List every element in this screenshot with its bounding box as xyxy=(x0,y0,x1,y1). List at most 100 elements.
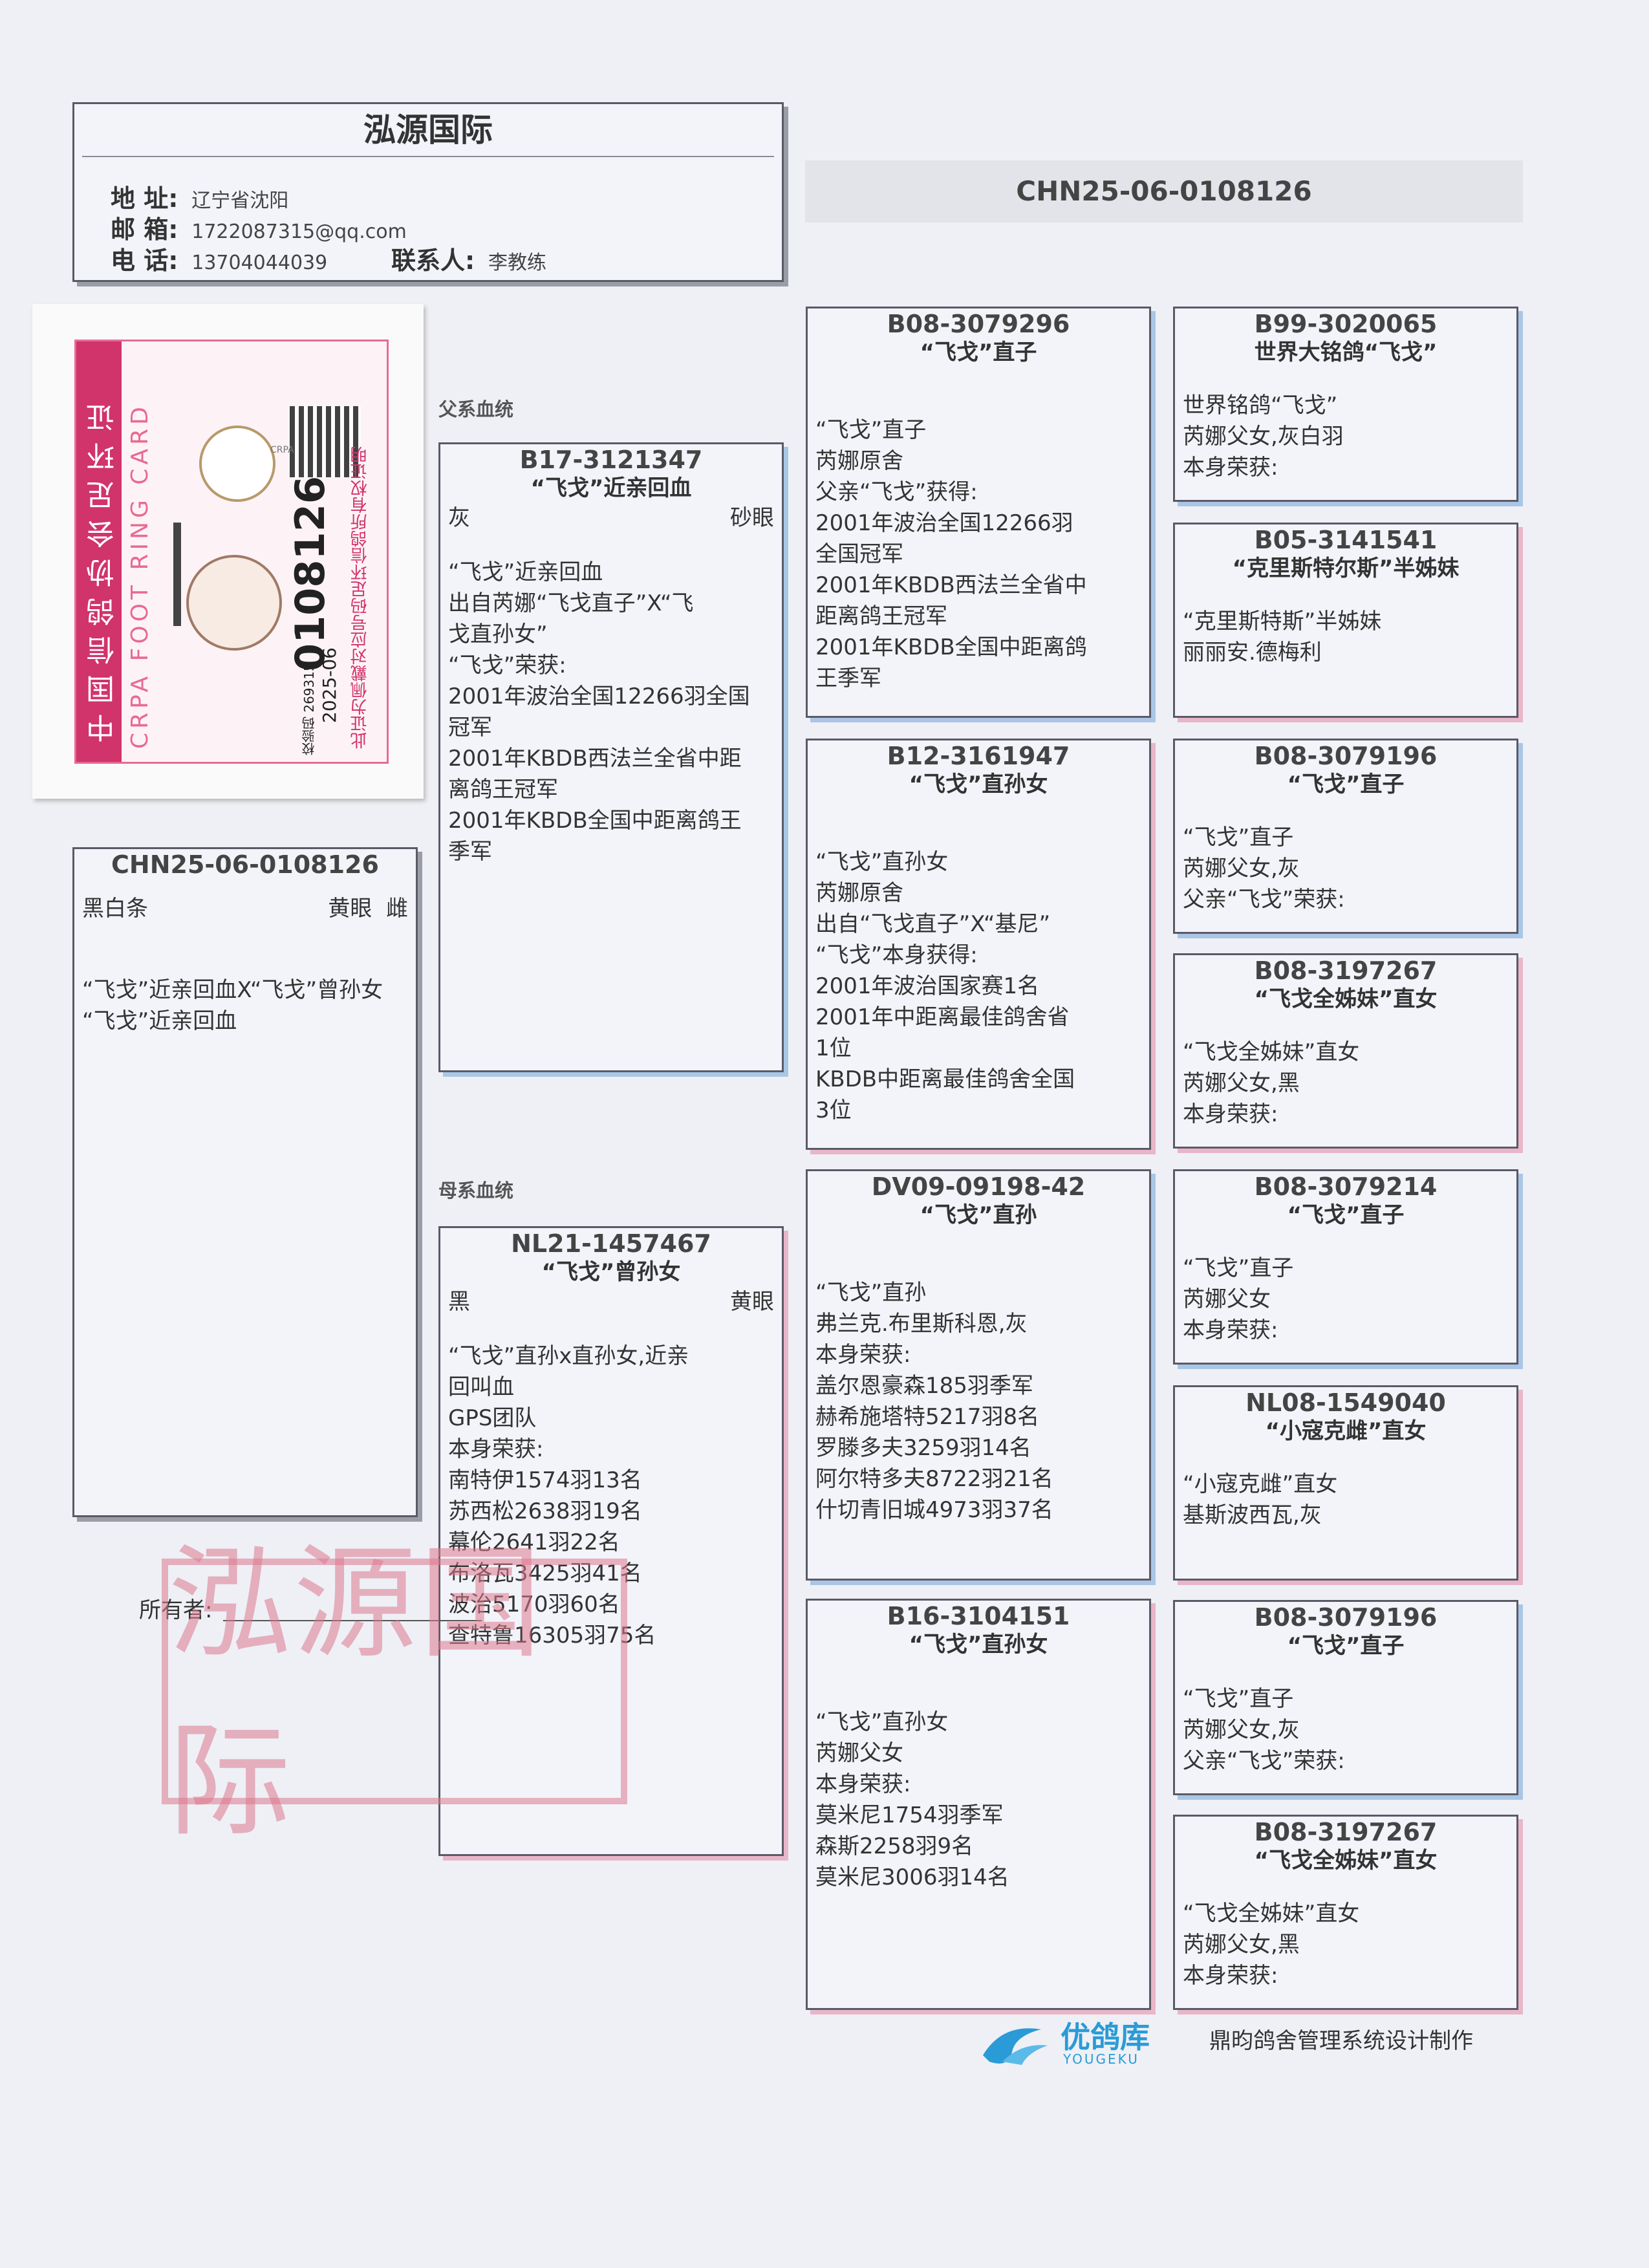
address-label: 地 址: xyxy=(111,184,178,213)
sire-name: “飞戈”近亲回血 xyxy=(530,475,692,501)
dam-traits: 黑 黄眼 xyxy=(440,1286,782,1317)
owner-label: 所有者: xyxy=(139,1597,213,1623)
phone-label: 电 话: xyxy=(111,246,178,275)
gen4-card: B08-3079196 “飞戈”直子 “飞戈”直子 芮娜父女,灰 父亲“飞戈”荣… xyxy=(1173,739,1518,934)
subject-card: CHN25-06-0108126 黑白条 黄眼 雌 “飞戈”近亲回血X“飞戈”曾… xyxy=(72,847,418,1517)
gen4-name: “克里斯特尔斯”半姊妹 xyxy=(1232,556,1460,581)
gen4-description: “飞戈”直子 芮娜父女,灰 父亲“飞戈”荣获: xyxy=(1183,825,1345,913)
subject-color: 黑白条 xyxy=(82,896,148,922)
gen4-description: 世界铭鸽“飞戈” 芮娜父女,灰白羽 本身荣获: xyxy=(1183,393,1344,481)
sire-color: 灰 xyxy=(448,505,470,531)
gen3-description: “飞戈”直孙女 芮娜原舍 出自“飞戈直子”X“基尼” “飞戈”本身获得: 200… xyxy=(815,849,1075,1123)
grandsire-paternal-card: B08-3079296 “飞戈”直子 “飞戈”直子 芮娜原舍 父亲“飞戈”获得:… xyxy=(806,307,1151,718)
subject-description: “飞戈”近亲回血X“飞戈”曾孙女 “飞戈”近亲回血 xyxy=(82,977,383,1034)
gen4-card: B05-3141541 “克里斯特尔斯”半姊妹 “克里斯特斯”半姊妹 丽丽安.德… xyxy=(1173,523,1518,718)
grandsire-maternal-card: DV09-09198-42 “飞戈”直孙 “飞戈”直孙 弗兰克.布里斯科恩,灰 … xyxy=(806,1169,1151,1581)
phone-value: 13704044039 xyxy=(191,252,328,274)
footer-logo-subtext: YOUGEKU xyxy=(1063,2051,1139,2067)
granddam-paternal-card: B12-3161947 “飞戈”直孙女 “飞戈”直孙女 芮娜原舍 出自“飞戈直子… xyxy=(806,739,1151,1150)
sire-eye: 砂眼 xyxy=(730,505,774,531)
gen3-description: “飞戈”直孙女 芮娜父女 本身荣获: 莫米尼1754羽季军 森斯2258羽9名 … xyxy=(815,1709,1009,1890)
dam-card: NL21-1457467 “飞戈”曾孙女 黑 黄眼 “飞戈”直孙x直孙女,近亲 … xyxy=(438,1226,784,1856)
owner-line xyxy=(223,1620,482,1621)
crpa-logo-icon xyxy=(199,426,275,502)
gen4-name: “飞戈全姊妹”直女 xyxy=(1254,986,1438,1012)
subject-traits: 黑白条 黄眼 雌 xyxy=(74,893,416,924)
yougeku-logo-icon xyxy=(983,2028,1048,2065)
ring-code: 校验码 269315 xyxy=(301,663,317,755)
phone-row: 电 话: 13704044039 xyxy=(111,245,327,279)
gen4-description: “小寇克雌”直女 基斯波西瓦,灰 xyxy=(1183,1471,1338,1528)
header-panel: 泓源国际 地 址: 辽宁省沈阳 邮 箱: 1722087315@qq.com 电… xyxy=(72,102,784,282)
gen4-description: “飞戈全姊妹”直女 芮娜父女,黑 本身荣获: xyxy=(1183,1039,1360,1127)
gen4-ring: B08-3197267 xyxy=(1254,1818,1438,1846)
gen3-ring: B12-3161947 xyxy=(887,742,1070,770)
gen3-ring: DV09-09198-42 xyxy=(871,1172,1086,1201)
gen3-ring: B16-3104151 xyxy=(887,1602,1070,1630)
stamp-text: 泓源国际 xyxy=(168,1532,545,1853)
gen3-name: “飞戈”直孙女 xyxy=(909,772,1048,797)
ring-year: 2025-06 xyxy=(319,647,340,723)
email-label: 邮 箱: xyxy=(111,215,178,244)
footer: 优鸽库 YOUGEKU 鼎昀鸽舍管理系统设计制作 xyxy=(976,2011,1526,2082)
ring-hook-icon xyxy=(173,523,181,626)
gen4-name: “小寇克雌”直女 xyxy=(1265,1418,1427,1444)
dam-color: 黑 xyxy=(448,1289,470,1315)
qr-code-icon xyxy=(290,406,361,477)
email-value: 1722087315@qq.com xyxy=(191,221,407,243)
dam-ring: NL21-1457467 xyxy=(511,1229,711,1258)
foot-ring-card: 中国信鸽协会足环证 CRPA FOOT RING CARD 0108126 20… xyxy=(32,304,424,799)
contact-label: 联系人: xyxy=(391,246,475,275)
sire-ring: B17-3121347 xyxy=(519,446,703,474)
globe-icon xyxy=(186,555,282,651)
gen4-ring: B99-3020065 xyxy=(1254,310,1438,338)
gen4-name: “飞戈”直子 xyxy=(1287,772,1405,797)
gen4-ring: B05-3141541 xyxy=(1254,526,1438,554)
footer-logo-text: 优鸽库 xyxy=(1061,2020,1150,2055)
gen4-description: “飞戈”直子 芮娜父女 本身荣获: xyxy=(1183,1255,1294,1343)
gen4-name: “飞戈”直子 xyxy=(1287,1633,1405,1659)
sire-traits: 灰 砂眼 xyxy=(440,502,782,534)
gen4-card: NL08-1549040 “小寇克雌”直女 “小寇克雌”直女 基斯波西瓦,灰 xyxy=(1173,1385,1518,1581)
contact-row: 联系人: 李教练 xyxy=(391,245,546,279)
sire-description: “飞戈”近亲回血 出自芮娜“飞戈直子”X“飞 戈直孙女” “飞戈”荣获: 200… xyxy=(448,559,750,865)
gen4-card: B08-3197267 “飞戈全姊妹”直女 “飞戈全姊妹”直女 芮娜父女,黑 本… xyxy=(1173,1815,1518,2010)
address-value: 辽宁省沈阳 xyxy=(191,189,289,212)
gen3-description: “飞戈”直孙 弗兰克.布里斯科恩,灰 本身荣获: 盖尔恩豪森185羽季军 赫希施… xyxy=(815,1280,1053,1523)
gen4-card: B08-3079214 “飞戈”直子 “飞戈”直子 芮娜父女 本身荣获: xyxy=(1173,1169,1518,1365)
card-title-cn: 中国信鸽协会足环证 xyxy=(87,393,120,742)
gen4-ring: B08-3079196 xyxy=(1254,742,1438,770)
gen4-ring: B08-3079214 xyxy=(1254,1172,1438,1201)
loft-title: 泓源国际 xyxy=(363,111,493,149)
contact-value: 李教练 xyxy=(488,252,547,274)
dam-eye: 黄眼 xyxy=(730,1289,774,1315)
gen4-card: B08-3197267 “飞戈全姊妹”直女 “飞戈全姊妹”直女 芮娜父女,黑 本… xyxy=(1173,953,1518,1149)
gen4-name: “飞戈”直子 xyxy=(1287,1202,1405,1228)
loft-stamp: 泓源国际 xyxy=(162,1532,627,1853)
footer-credit: 鼎昀鸽舍管理系统设计制作 xyxy=(1209,2028,1473,2054)
gen4-ring: B08-3079196 xyxy=(1254,1603,1438,1632)
ring-banner-text: CHN25-06-0108126 xyxy=(1016,175,1312,207)
ring-card-body: 中国信鸽协会足环证 CRPA FOOT RING CARD 0108126 20… xyxy=(74,340,389,764)
gen4-card: B99-3020065 世界大铭鸽“飞戈” 世界铭鸽“飞戈” 芮娜父女,灰白羽 … xyxy=(1173,307,1518,502)
gen3-ring: B08-3079296 xyxy=(887,310,1070,338)
dam-name: “飞戈”曾孙女 xyxy=(541,1259,681,1285)
subject-ring: CHN25-06-0108126 xyxy=(111,850,379,879)
dam-description: “飞戈”直孙x直孙女,近亲 回叫血 GPS团队 本身荣获: 南特伊1574羽13… xyxy=(448,1343,689,1648)
gen4-name: “飞戈全姊妹”直女 xyxy=(1254,1848,1438,1874)
gen4-description: “飞戈全姊妹”直女 芮娜父女,黑 本身荣获: xyxy=(1183,1901,1360,1989)
gen3-description: “飞戈”直子 芮娜原舍 父亲“飞戈”获得: 2001年波治全国12266羽 全国… xyxy=(815,417,1087,691)
email-row: 邮 箱: 1722087315@qq.com xyxy=(111,214,407,248)
gen4-description: “克里斯特斯”半姊妹 丽丽安.德梅利 xyxy=(1183,609,1382,665)
gen4-name: 世界大铭鸽“飞戈” xyxy=(1254,340,1438,365)
gen4-description: “飞戈”直子 芮娜父女,灰 父亲“飞戈”荣获: xyxy=(1183,1686,1345,1774)
sire-card: B17-3121347 “飞戈”近亲回血 灰 砂眼 “飞戈”近亲回血 出自芮娜“… xyxy=(438,442,784,1072)
card-notice: 此证为佩戴对应号码足环信鸽所有权证明 xyxy=(350,446,370,749)
address-row: 地 址: 辽宁省沈阳 xyxy=(111,183,288,217)
crpa-logo-text: CRPA xyxy=(270,445,294,455)
gen4-ring: B08-3197267 xyxy=(1254,956,1438,985)
subject-eye: 黄眼 xyxy=(328,896,372,922)
gen4-card: B08-3079196 “飞戈”直子 “飞戈”直子 芮娜父女,灰 父亲“飞戈”荣… xyxy=(1173,1600,1518,1795)
dam-line-label: 母系血统 xyxy=(438,1180,514,1202)
gen3-name: “飞戈”直子 xyxy=(920,340,1037,365)
